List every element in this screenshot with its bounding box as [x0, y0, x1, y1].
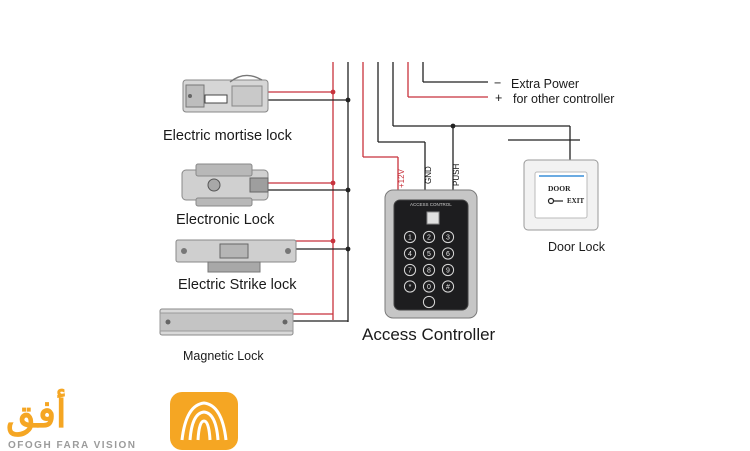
- keypad-key: [441, 280, 455, 293]
- keypad-key: [403, 230, 417, 244]
- keypad-key: [441, 247, 455, 260]
- keypad-key-label: 9: [446, 268, 450, 275]
- keypad-key: [403, 280, 417, 293]
- label-mortise-lock: Electric mortise lock: [163, 128, 292, 144]
- label-magnetic-lock: Magnetic Lock: [183, 349, 264, 363]
- logo-mark: [170, 392, 238, 450]
- keypad-key-label: 2: [427, 235, 431, 242]
- electronic-lock-image: [181, 163, 269, 207]
- power-line2: for other controller: [513, 92, 615, 106]
- keypad-key: [422, 230, 436, 244]
- lock-feed-wires: [268, 91, 348, 322]
- keypad-key-label: #: [446, 284, 450, 291]
- exit-button-device: [523, 159, 599, 231]
- junction-dots: [330, 89, 456, 252]
- keypad-key-label: 8: [427, 268, 431, 275]
- keypad-key-label: 3: [446, 235, 450, 242]
- terminal-gnd-label: GND: [424, 166, 433, 184]
- logo-arabic-text: أفق: [6, 394, 67, 436]
- keypad-key: [403, 247, 417, 260]
- label-door-lock: Door Lock: [548, 240, 605, 254]
- access-controller-device: [384, 189, 478, 319]
- keypad-key: [441, 263, 455, 277]
- keypad-key: [441, 230, 455, 244]
- logo-latin-text: OFOGH FARA VISION: [8, 440, 137, 451]
- keypad-key-label: *: [409, 284, 412, 291]
- label-strike-lock: Electric Strike lock: [178, 277, 297, 293]
- keypad-key-label: 0: [427, 284, 431, 291]
- power-plus-sign: +: [495, 91, 503, 105]
- label-electronic-lock: Electronic Lock: [176, 212, 275, 228]
- power-line1: Extra Power: [511, 77, 580, 91]
- keypad-key-label: 6: [446, 251, 450, 258]
- keypad-key: [422, 247, 436, 260]
- terminal-12v-label: +12V: [397, 169, 406, 188]
- keypad-keys: 1 2 3 4 5 6 7 8 9 * 0 #: [403, 230, 455, 309]
- keypad-key: [403, 263, 417, 277]
- magnetic-lock-image: [159, 308, 294, 336]
- terminal-push-label: PUSH: [452, 163, 461, 186]
- mortise-lock-image: [182, 74, 269, 113]
- keypad-header: ACCESS CONTROL: [410, 202, 452, 207]
- power-minus-sign: −: [494, 76, 502, 90]
- exit-button-line2: EXIT: [567, 197, 585, 205]
- keypad-key-label: 7: [408, 268, 412, 275]
- strike-lock-image: [175, 239, 297, 273]
- keypad-key-label: 4: [408, 251, 412, 258]
- keypad-key: [422, 263, 436, 277]
- keypad-key-label: 5: [427, 251, 431, 258]
- keypad-key: [422, 280, 436, 293]
- label-access-controller: Access Controller: [362, 325, 496, 344]
- keypad-key-label: 1: [408, 235, 412, 242]
- keypad-bell-key: [422, 295, 436, 309]
- exit-button-line1: DOOR: [548, 184, 571, 193]
- bus-wires: [332, 62, 580, 322]
